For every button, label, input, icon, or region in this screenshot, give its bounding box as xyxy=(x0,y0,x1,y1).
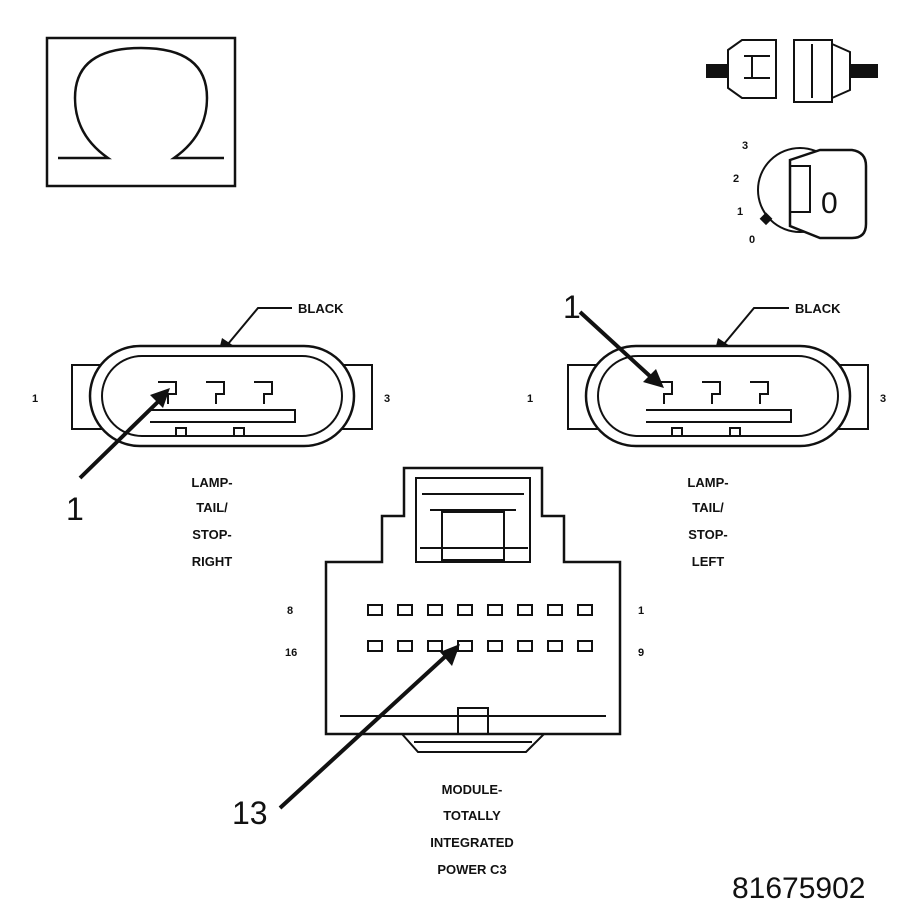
connector-right-pin-1: 1 xyxy=(32,393,38,405)
connector-left-lamp: BLACK 1 3 1 LAMP- TAIL/ STOP- LEFT xyxy=(527,289,886,569)
module-pin-bottom-cavity xyxy=(577,640,593,652)
connector-left-name-line-4: LEFT xyxy=(692,554,725,569)
module-pin-top-cavity xyxy=(427,604,443,616)
connector-right-callout: 1 xyxy=(66,491,84,527)
ignition-key-mark: 0 xyxy=(821,187,838,220)
module-pin-top-cavity xyxy=(547,604,563,616)
connector-right-color-label: BLACK xyxy=(298,301,344,316)
connector-left-name-line-2: TAIL/ xyxy=(692,500,724,515)
module-pin-top-cavity xyxy=(457,604,473,616)
connector-left-callout: 1 xyxy=(563,289,581,325)
module-name-line-1: MODULE- xyxy=(442,782,503,797)
figure-id: 81675902 xyxy=(732,872,865,905)
connector-left-name-line-3: STOP- xyxy=(688,527,728,542)
module-pin-bottom-cavity xyxy=(487,640,503,652)
module-pin-top-cavity xyxy=(367,604,383,616)
connector-right-name-line-2: TAIL/ xyxy=(196,500,228,515)
module-connector: 8 1 16 9 13 MODULE- TOTALLY INTEGRATED P… xyxy=(232,466,644,877)
connector-right-pin-3: 3 xyxy=(384,393,390,405)
module-pin-top-cavity xyxy=(397,604,413,616)
module-pin-8: 8 xyxy=(287,605,293,617)
module-pin-bottom-cavity xyxy=(367,640,383,652)
ignition-key-icon: 3 2 1 0 0 xyxy=(733,140,868,246)
module-pin-row-top xyxy=(367,604,593,616)
connector-left-pin-3: 3 xyxy=(880,393,886,405)
ignition-position-0: 0 xyxy=(749,234,755,246)
module-pin-9: 9 xyxy=(638,647,644,659)
module-pin-bottom-cavity xyxy=(397,640,413,652)
module-pin-top-cavity xyxy=(487,604,503,616)
module-pin-bottom-cavity xyxy=(517,640,533,652)
module-pin-bottom-cavity xyxy=(547,640,563,652)
connector-right-name-line-1: LAMP- xyxy=(191,475,232,490)
module-name-line-4: POWER C3 xyxy=(437,862,506,877)
module-pin-top-cavity xyxy=(517,604,533,616)
connector-right-lamp: BLACK 1 3 1 LAMP- TAIL/ STOP- RIGHT xyxy=(32,301,390,569)
ignition-position-2: 2 xyxy=(733,173,739,185)
module-pin-row-bottom xyxy=(367,640,593,652)
ohm-icon xyxy=(45,36,237,188)
module-pin-16: 16 xyxy=(285,647,297,659)
connector-left-color-label: BLACK xyxy=(795,301,841,316)
module-pin-bottom-cavity xyxy=(427,640,443,652)
module-pin-top-cavity xyxy=(577,604,593,616)
connector-left-pin-1: 1 xyxy=(527,393,533,405)
module-name-line-3: INTEGRATED xyxy=(430,835,514,850)
connector-unplugged-icon xyxy=(706,39,878,103)
module-callout: 13 xyxy=(232,795,268,831)
connector-left-name-line-1: LAMP- xyxy=(687,475,728,490)
connector-right-name-line-3: STOP- xyxy=(192,527,232,542)
connector-right-name-line-4: RIGHT xyxy=(192,554,233,569)
module-pin-1: 1 xyxy=(638,605,644,617)
ignition-position-1: 1 xyxy=(737,206,743,218)
module-name-line-2: TOTALLY xyxy=(443,808,501,823)
ignition-position-3: 3 xyxy=(742,140,748,152)
